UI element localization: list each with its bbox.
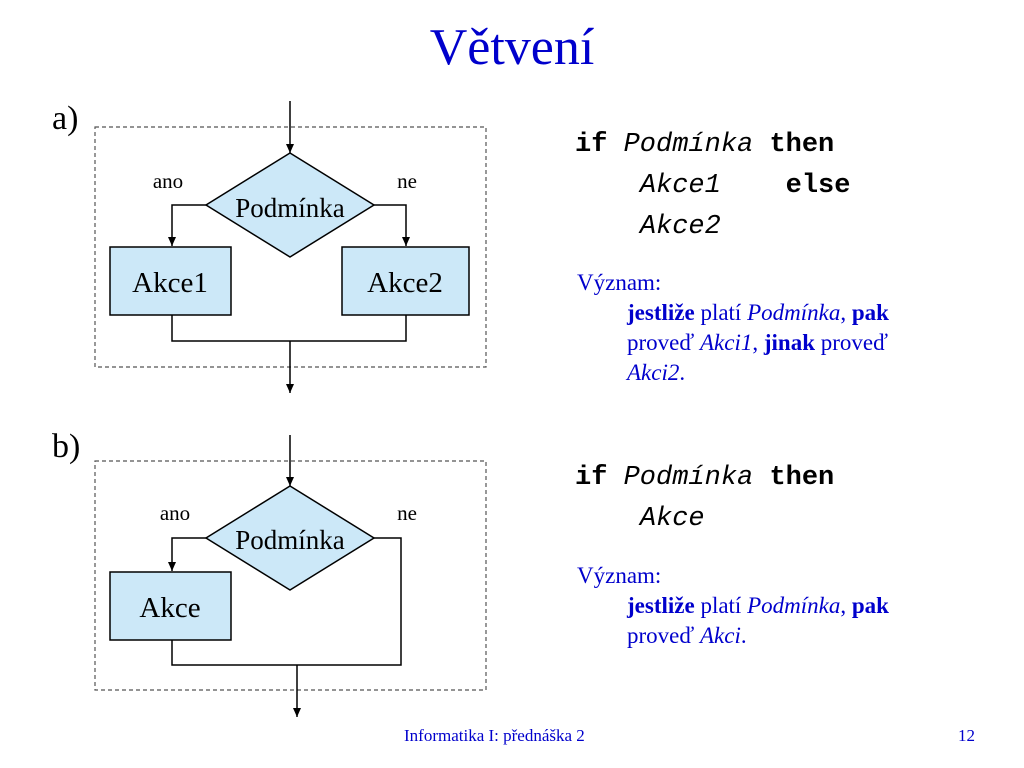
action1-box — [109, 246, 232, 316]
no-label-a: ne — [397, 169, 417, 193]
word-then: pak — [851, 593, 889, 618]
action2-text: Akce2 — [367, 267, 443, 299]
flowchart-a: Podmínka ano ne Akce1 Akce2 — [94, 101, 487, 393]
slide-title: Větvení — [429, 19, 595, 76]
yes-label-a: ano — [153, 169, 183, 193]
word-holds: platí — [694, 300, 748, 325]
comma: , — [840, 300, 852, 325]
code-condition: Podmínka — [623, 463, 754, 493]
condition-text-a: Podmínka — [235, 193, 345, 223]
no-label-b: ne — [397, 501, 417, 525]
yes-branch-arrow-a — [168, 204, 206, 246]
action2-box — [341, 246, 470, 316]
word-do: proveď — [627, 623, 700, 648]
word-condition: Podmínka — [747, 593, 841, 618]
footer-text: Informatika I: přednáška 2 — [404, 726, 585, 745]
yes-branch-arrow-b — [168, 537, 206, 571]
meaning-b: Význam: jestliže platí Podmínka, pak pro… — [577, 561, 997, 651]
keyword-if: if — [575, 130, 608, 160]
condition-text-b: Podmínka — [235, 525, 345, 555]
word-do: proveď — [627, 330, 700, 355]
bypass-and-merge-line-b — [171, 537, 402, 666]
word-condition: Podmínka — [747, 300, 841, 325]
dashed-frame-b — [94, 460, 487, 691]
page-number: 12 — [958, 726, 975, 745]
word-else: jinak — [763, 330, 815, 355]
code-action2: Akce2 — [639, 212, 721, 242]
merge-line-a — [171, 315, 407, 342]
period: . — [679, 360, 686, 385]
word-if: jestliže — [627, 300, 695, 325]
action-box — [109, 571, 232, 641]
flowchart-b: Podmínka ano ne Akce — [94, 435, 487, 717]
comma: , — [752, 330, 764, 355]
keyword-then: then — [769, 463, 835, 493]
keyword-else: else — [785, 171, 851, 201]
code-block-b: if Podmínka then Akce — [575, 458, 834, 540]
keyword-if: if — [575, 463, 608, 493]
word-do: proveď — [815, 330, 888, 355]
no-branch-arrow-a — [374, 204, 410, 246]
code-action: Akce — [639, 504, 705, 534]
code-action1: Akce1 — [639, 171, 721, 201]
word-holds: platí — [694, 593, 748, 618]
word-then: pak — [851, 300, 889, 325]
meaning-heading-b: Význam: — [577, 563, 662, 588]
comma: , — [840, 593, 852, 618]
action-text: Akce — [139, 592, 200, 624]
condition-diamond-b — [204, 485, 376, 591]
part-b-label: b) — [52, 428, 81, 465]
keyword-then: then — [769, 130, 835, 160]
word-action1: Akci1 — [700, 330, 753, 355]
meaning-text-a: jestliže platí Podmínka, pak proveď Akci… — [577, 298, 997, 388]
condition-diamond-a — [204, 152, 376, 258]
word-if: jestliže — [627, 593, 695, 618]
period: . — [740, 623, 747, 648]
meaning-text-b: jestliže platí Podmínka, pak proveď Akci… — [577, 591, 997, 651]
action1-text: Akce1 — [132, 267, 208, 299]
word-action: Akci — [700, 623, 741, 648]
meaning-heading-a: Význam: — [577, 270, 662, 295]
word-action2: Akci2 — [627, 360, 680, 385]
part-a-label: a) — [52, 100, 79, 137]
yes-label-b: ano — [160, 501, 190, 525]
meaning-a: Význam: jestliže platí Podmínka, pak pro… — [577, 268, 997, 388]
code-condition: Podmínka — [623, 130, 754, 160]
code-block-a: if Podmínka then Akce1 else Akce2 — [575, 125, 850, 248]
